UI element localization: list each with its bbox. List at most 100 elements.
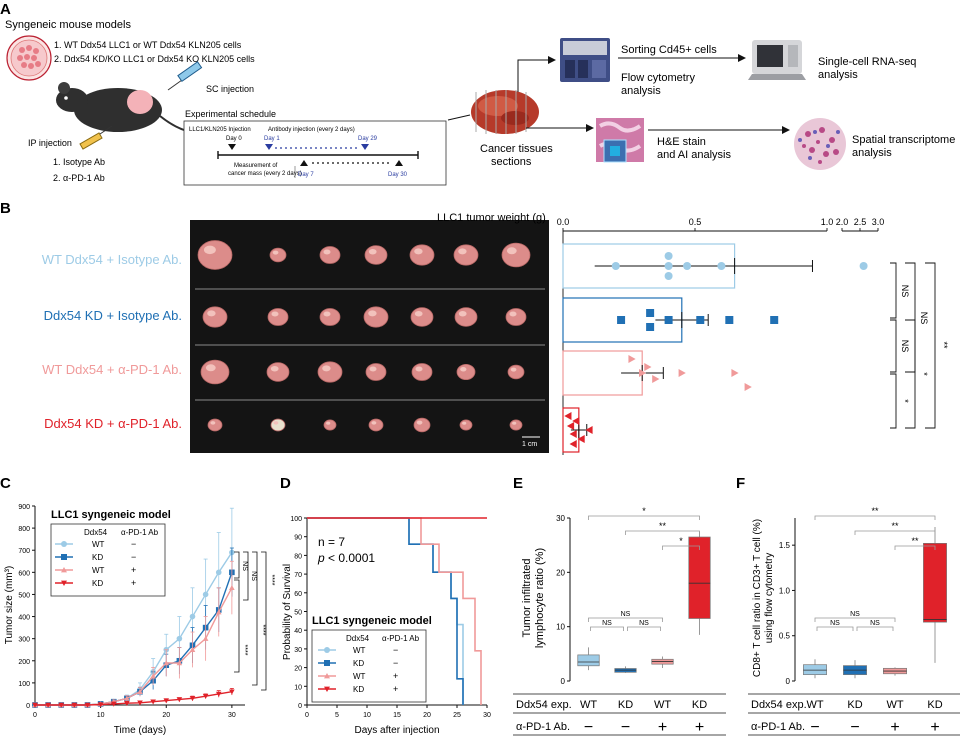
series-point	[189, 646, 196, 652]
tumor-highlight	[414, 248, 423, 255]
x-axis-label: Days after injection	[354, 725, 439, 736]
survival-curve	[307, 517, 482, 705]
y-tick-label: 500	[18, 592, 30, 599]
condition-row-label: α-PD-1 Ab.	[751, 721, 805, 733]
weight-point	[569, 430, 577, 438]
series-point	[215, 691, 222, 697]
schedule-injection: LLC1/KLN205 Injection	[189, 127, 251, 133]
tumor-highlight	[371, 421, 377, 425]
sorting-label: Sorting Cd45+ cells	[621, 44, 717, 56]
condition-row-label: Ddx54 exp.	[516, 699, 572, 711]
tumor-sample	[363, 306, 389, 328]
weight-point	[664, 252, 673, 260]
weight-point	[683, 262, 692, 270]
x-tick-label: 2.0	[836, 217, 849, 227]
weight-point	[678, 369, 686, 377]
x-tick-label: 25	[453, 712, 461, 719]
tumor-highlight	[205, 364, 216, 372]
tumor-sample	[267, 308, 289, 326]
flow-label-2: analysis	[621, 85, 661, 97]
schedule-day0: Day 0	[226, 136, 242, 142]
box	[577, 654, 600, 667]
tumor-sample	[207, 418, 223, 432]
series-point	[202, 591, 209, 598]
y-tick-label: 100	[18, 681, 30, 688]
tumor-sample	[319, 246, 341, 264]
series-line	[35, 691, 232, 706]
legend-c-h2: α-PD-1 Ab	[121, 528, 159, 537]
schedule-day30: Day 30	[388, 172, 408, 178]
y-tick-label: 0	[298, 703, 302, 710]
tumor-photo: 1 cm	[190, 220, 549, 453]
row-label-4: Ddx54 KD + α-PD-1 Ab.	[44, 416, 182, 431]
group-label: WT	[654, 699, 671, 711]
weight-point	[717, 262, 726, 270]
y-tick-label: 900	[18, 504, 30, 511]
y-tick-label: 50	[294, 610, 302, 617]
tumor-highlight	[207, 310, 216, 317]
legend-treatment: +	[393, 684, 398, 694]
x-tick-label: 1.0	[821, 217, 834, 227]
treatment-label: +	[930, 719, 939, 736]
sig-label: *	[642, 506, 646, 516]
spatial-transcriptome-icon	[794, 118, 846, 170]
syringe-ip-icon	[79, 125, 113, 150]
sig-label: NS	[870, 620, 880, 627]
sig-c-5: ****	[268, 575, 275, 586]
tumor-sample	[456, 363, 476, 381]
series-point	[45, 702, 51, 708]
sig-label: **	[871, 506, 879, 516]
tumor-sample	[317, 361, 343, 383]
weight-point	[646, 309, 655, 317]
sig-c-2: NS	[250, 571, 257, 581]
x-tick-label: 10	[363, 712, 371, 719]
legend-group: WT	[92, 566, 105, 575]
weight-point	[859, 262, 868, 270]
tumor-sample	[200, 359, 230, 385]
tumor-highlight	[323, 249, 331, 255]
series-line	[35, 587, 233, 706]
y-tick-label: 200	[18, 659, 30, 666]
he-stain-icon	[596, 118, 644, 163]
tumor-highlight	[272, 250, 279, 255]
series-point	[32, 702, 38, 708]
panel-d-label: D	[280, 475, 291, 492]
series-point	[84, 702, 91, 708]
weight-point	[569, 440, 577, 448]
treatment-2: 2. α-PD-1 Ab	[53, 173, 105, 183]
series-point	[176, 635, 183, 642]
sig-bracket	[627, 626, 661, 631]
weight-point	[725, 316, 734, 324]
weight-point	[639, 369, 647, 377]
x-tick-label: 30	[228, 712, 236, 719]
panel-a: A Syngeneic mouse models 1. WT Ddx54 LLC…	[0, 1, 955, 186]
legend-treatment: −	[131, 539, 136, 549]
condition-row-label: α-PD-1 Ab.	[516, 721, 570, 733]
y-tick-label: 10	[294, 684, 302, 691]
sig-bracket	[854, 530, 936, 535]
schedule-title: Experimental schedule	[185, 109, 276, 119]
p-rest: < 0.0001	[325, 551, 376, 565]
sig-bracket	[590, 626, 624, 631]
treatment-label: +	[890, 719, 899, 736]
tumor-highlight	[323, 311, 331, 317]
tumor-sample	[266, 362, 290, 382]
series-point	[124, 700, 130, 707]
y-axis-label: CD8+ T cell ratio in CD3+ T cell (%)	[752, 519, 763, 677]
legend-treatment: +	[393, 671, 398, 681]
series-point	[150, 699, 156, 705]
scrna-label-1: Single-cell RNA-seq	[818, 56, 916, 68]
schedule-antibody: Antibody injection (every 2 days)	[268, 127, 355, 133]
series-point	[58, 702, 65, 708]
y-tick-label: 20	[556, 568, 565, 577]
sig-bracket	[894, 545, 936, 550]
model-line-1: 1. WT Ddx54 LLC1 or WT Ddx54 KLN205 cell…	[54, 40, 242, 50]
x-tick-label: 15	[393, 712, 401, 719]
series-point	[229, 585, 235, 591]
scrna-label-2: analysis	[818, 69, 858, 81]
y-tick-label: 0	[561, 677, 566, 686]
tumor-sample	[507, 364, 525, 380]
tumor-sample	[505, 308, 527, 326]
